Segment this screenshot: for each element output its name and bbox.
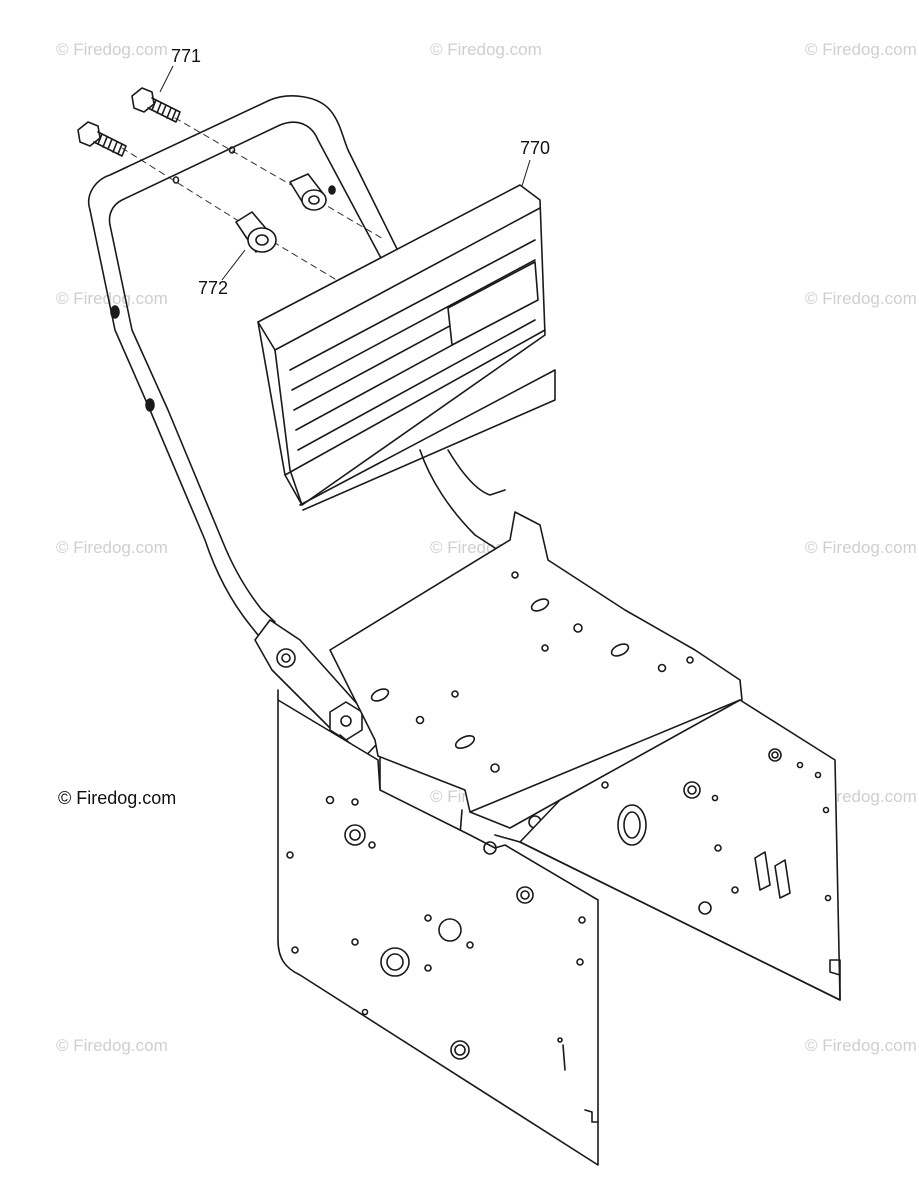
- copyright-notice: © Firedog.com: [58, 788, 177, 808]
- watermark: © Firedog.com: [56, 40, 168, 59]
- watermark: © Firedog.com: [805, 40, 917, 59]
- watermark: © Firedog.com: [805, 289, 917, 308]
- callout-770: 770: [520, 138, 551, 158]
- watermark: © Firedog.com: [56, 538, 168, 557]
- panel-770: [257, 184, 556, 511]
- screw-771-upper: [131, 87, 181, 123]
- watermark: © Firedog.com: [56, 289, 168, 308]
- watermark: © Firedog.com: [805, 1036, 917, 1055]
- watermark: © Firedog.com: [56, 1036, 168, 1055]
- spacer-772-lower: [235, 211, 277, 253]
- right-side-panel: [519, 699, 841, 1001]
- spacer-772-upper: [289, 173, 327, 211]
- callout-771: 771: [171, 46, 202, 66]
- handle-frame: [88, 95, 506, 641]
- screw-771-lower: [77, 121, 127, 157]
- watermark: © Firedog.com: [805, 538, 917, 557]
- watermark: © Firedog.com: [430, 40, 542, 59]
- callout-772: 772: [198, 278, 229, 298]
- left-side-panel: [277, 689, 599, 1166]
